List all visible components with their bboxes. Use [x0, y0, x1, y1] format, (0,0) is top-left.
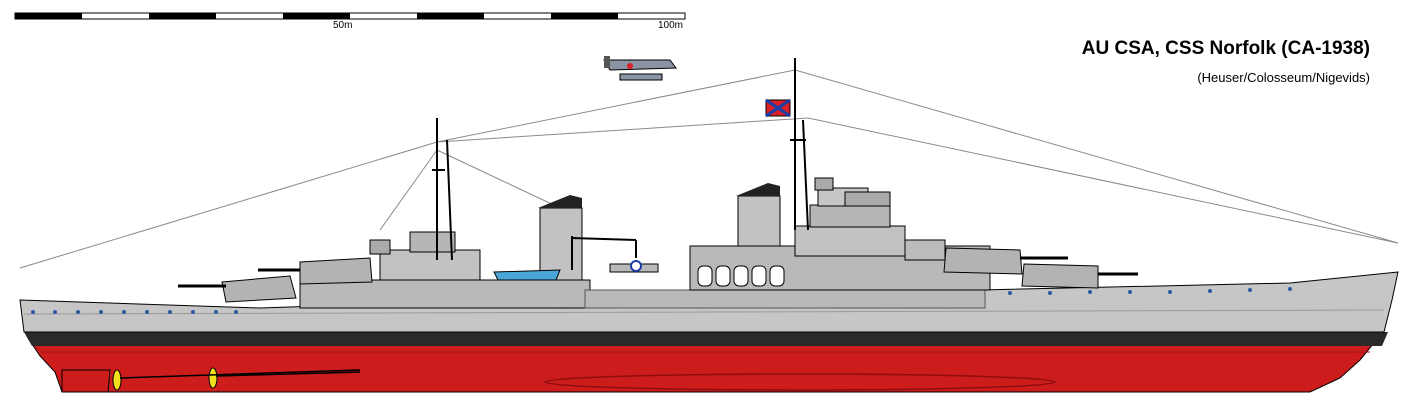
scale-label-100m: 100m	[658, 20, 684, 31]
rigging-lines	[19, 69, 1399, 269]
seaplane-icon	[603, 56, 677, 81]
mid-hull-block	[584, 289, 986, 309]
aircraft-crane	[571, 236, 637, 270]
confederate-flag-icon	[765, 98, 791, 118]
aft-mast	[432, 118, 453, 261]
boot-topping	[24, 332, 1388, 346]
fwd-funnel	[736, 183, 781, 247]
fwd-mast	[790, 58, 809, 231]
turret-fwd-upper	[943, 247, 1068, 275]
page-title: AU CSA, CSS Norfolk (CA-1938)	[1081, 38, 1370, 59]
rudder	[61, 369, 111, 393]
hull-underwater	[27, 337, 1380, 393]
aft-funnel	[538, 195, 583, 281]
aft-deckhouse	[299, 279, 591, 309]
bridge	[794, 177, 946, 261]
scale-label-50m: 50m	[333, 20, 353, 31]
credits-text: (Heuser/Colosseum/Nigevids)	[1197, 70, 1370, 85]
ship-boat	[493, 269, 561, 281]
deckhouse-windows	[697, 265, 785, 287]
turret-fwd-lower	[1021, 263, 1138, 289]
propeller-icon	[112, 367, 218, 391]
scale-bar	[14, 12, 686, 20]
catapult-aircraft-icon	[609, 260, 659, 273]
bilge-keel	[544, 373, 1056, 391]
aft-superstructure	[369, 231, 481, 281]
propeller-shafts	[119, 369, 361, 379]
turret-aft-upper	[258, 257, 373, 285]
turret-aft-lower	[178, 275, 297, 303]
